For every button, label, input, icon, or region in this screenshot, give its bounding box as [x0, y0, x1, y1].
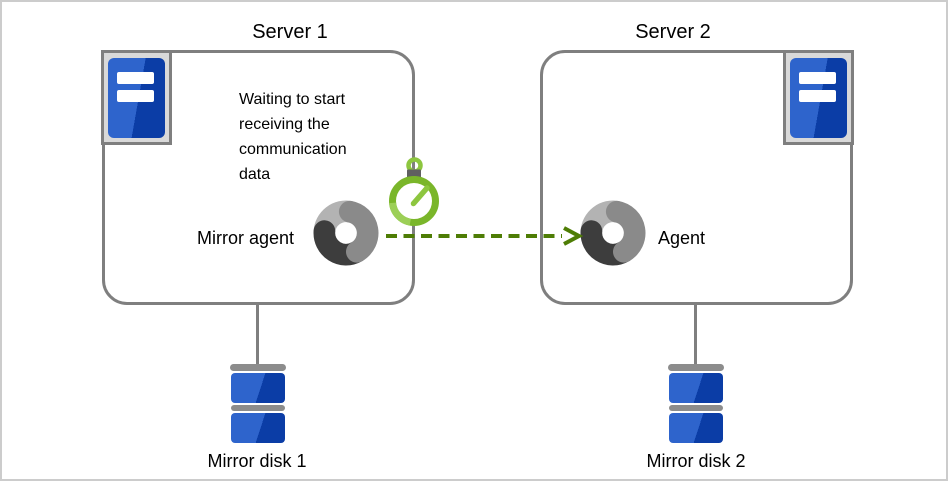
- disk-cap: [668, 364, 724, 371]
- server2-disk-connector: [694, 303, 697, 364]
- status-line: receiving the: [239, 116, 330, 133]
- mirror-disk2-label: Mirror disk 2: [646, 451, 746, 471]
- server2-title: Server 2: [635, 21, 711, 43]
- disk-platter: [669, 413, 723, 443]
- server1-disk-connector: [256, 303, 259, 364]
- disk-cap: [230, 364, 286, 371]
- server1-title: Server 1: [252, 21, 328, 43]
- mirror-agent-label: Mirror agent: [196, 228, 294, 248]
- server-icon-slot: [799, 89, 836, 102]
- stopwatch-icon: [389, 157, 439, 226]
- mirror-disk-icon: [668, 364, 724, 443]
- server-icon: [790, 57, 847, 138]
- server-icon-slot: [117, 89, 154, 102]
- waiting-status-text: Waiting to start receiving the communica…: [239, 87, 347, 187]
- agent-donut-icon: [313, 200, 379, 266]
- disk-bar: [231, 405, 285, 411]
- disk-bar: [669, 405, 723, 411]
- server-icon: [108, 57, 165, 138]
- status-line: communication: [239, 141, 347, 158]
- agent-label: Agent: [658, 228, 706, 248]
- status-line: data: [239, 166, 271, 183]
- dashed-arrow-right-icon: [386, 226, 584, 246]
- server1-machine-panel: [101, 50, 172, 145]
- agent-donut-icon: [580, 200, 646, 266]
- disk-platter: [231, 373, 285, 403]
- server-icon-slot: [117, 71, 154, 84]
- server-icon-slot: [799, 71, 836, 84]
- mirror-disk-icon: [230, 364, 286, 443]
- mirror-disk1-label: Mirror disk 1: [207, 451, 307, 471]
- server2-machine-panel: [783, 50, 854, 145]
- status-line: Waiting to start: [239, 91, 346, 108]
- disk-platter: [669, 373, 723, 403]
- disk-platter: [231, 413, 285, 443]
